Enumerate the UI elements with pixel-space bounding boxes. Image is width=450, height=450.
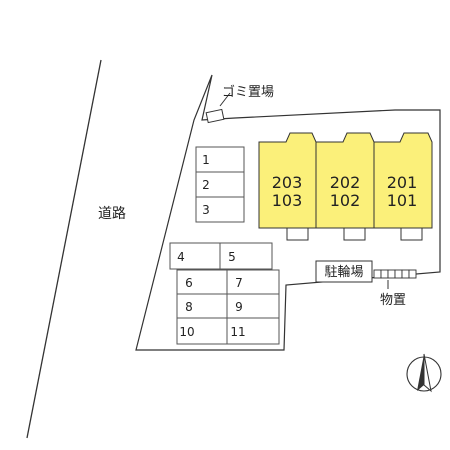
balcony-202 [343, 227, 366, 241]
parking-number-3: 3 [202, 203, 210, 217]
parking-number-8: 8 [185, 300, 193, 314]
storage [373, 269, 417, 279]
building-wing-203 [258, 132, 317, 229]
parking-number-11: 11 [230, 325, 245, 339]
parking-number-4: 4 [177, 250, 185, 264]
parking-space-9 [226, 293, 280, 319]
road-edge-line [26, 59, 102, 439]
parking-space-10 [176, 317, 228, 345]
parking-number-9: 9 [235, 300, 243, 314]
bicycle-parking-box [315, 260, 373, 283]
unit-label-102: 102 [330, 191, 361, 210]
garbage-leader-line [219, 92, 231, 107]
parking-number-1: 1 [202, 153, 210, 167]
garbage-label: ゴミ置場 [222, 84, 274, 100]
storage-cell [408, 269, 417, 279]
unit-label-103: 103 [272, 191, 303, 210]
unit-label-203: 203 [272, 173, 303, 192]
storage-label: 物置 [380, 293, 406, 308]
building-wing-202 [315, 132, 375, 229]
storage-cell [380, 269, 389, 279]
parking-group-4-5: 4 5 [169, 242, 273, 270]
parking-group-1-3: 1 2 3 [195, 146, 245, 223]
parking-space-11 [226, 317, 280, 345]
parking-number-2: 2 [202, 178, 210, 192]
balcony-203 [286, 227, 309, 241]
bicycle-parking-label: 駐輪場 [324, 264, 363, 280]
parking-space-4 [169, 242, 221, 270]
parking-space-2 [195, 171, 245, 198]
balcony-201 [400, 227, 423, 241]
north-arrow-icon [406, 353, 442, 393]
storage-cell [401, 269, 410, 279]
road-label: 道路 [98, 206, 126, 222]
building [258, 132, 433, 241]
parking-number-5: 5 [228, 250, 236, 264]
storage-cell [387, 269, 396, 279]
parking-space-3 [195, 196, 245, 223]
parking-number-10: 10 [179, 325, 194, 339]
building-wing-201 [373, 132, 433, 229]
parking-space-7 [226, 269, 280, 295]
parking-space-5 [219, 242, 273, 270]
storage-cell [373, 269, 382, 279]
unit-label-202: 202 [330, 173, 361, 192]
storage-cell [394, 269, 403, 279]
unit-label-101: 101 [387, 191, 418, 210]
parking-group-6-11: 6 7 8 9 10 11 [176, 269, 280, 345]
garbage-area [205, 108, 225, 124]
unit-label-201: 201 [387, 173, 418, 192]
parking-number-7: 7 [235, 276, 243, 290]
parking-number-6: 6 [185, 276, 193, 290]
